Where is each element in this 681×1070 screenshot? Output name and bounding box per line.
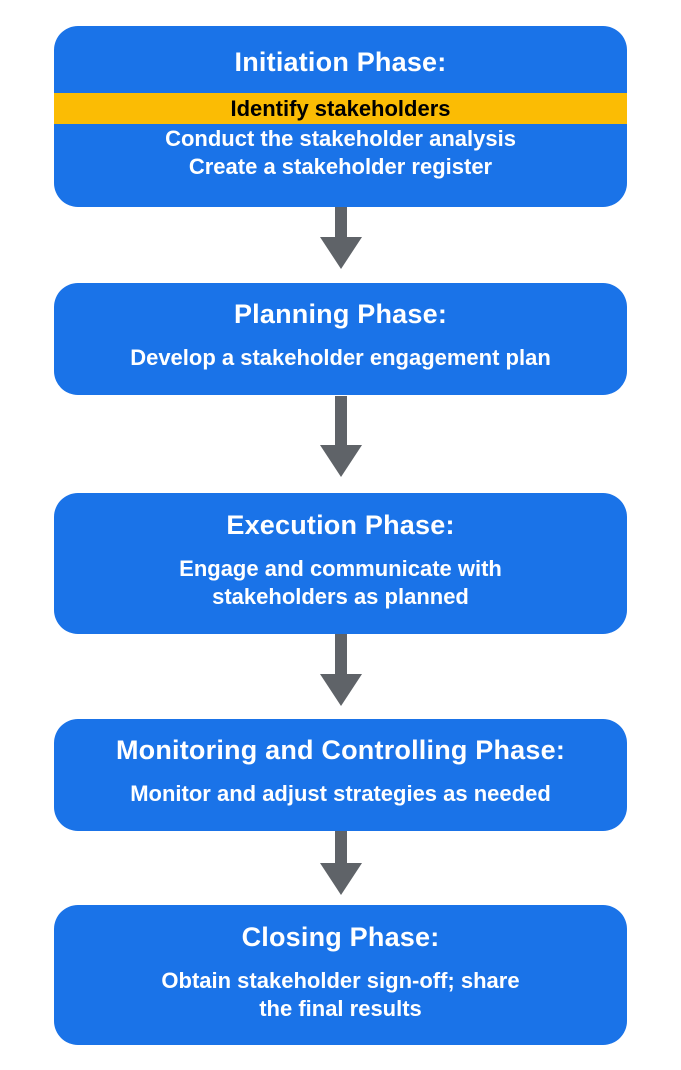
step-line: stakeholders as planned — [212, 584, 469, 609]
phase-title: Closing Phase: — [241, 922, 440, 952]
step-line: Obtain stakeholder sign-off; share — [161, 968, 520, 993]
step-line: Create a stakeholder register — [188, 154, 493, 179]
phase-box-monitoring-and-controlling: Monitoring and Controlling Phase: Monito… — [54, 719, 627, 831]
highlighted-step-label: Identify stakeholders — [230, 95, 451, 121]
phase-box-closing: Closing Phase: Obtain stakeholder sign-o… — [54, 905, 627, 1045]
step-line: Conduct the stakeholder analysis — [165, 126, 516, 151]
phase-title: Monitoring and Controlling Phase: — [115, 735, 566, 765]
down-arrow-icon — [319, 634, 363, 707]
phase-title: Planning Phase: — [233, 299, 448, 329]
highlighted-step: Identify stakeholders — [54, 93, 627, 124]
phase-title: Initiation Phase: — [234, 47, 447, 77]
step-line: Monitor and adjust strategies as needed — [130, 781, 551, 806]
down-arrow-icon — [319, 207, 363, 270]
down-arrow-icon — [319, 396, 363, 478]
phase-box-execution: Execution Phase: Engage and communicate … — [54, 493, 627, 634]
phase-box-planning: Planning Phase: Develop a stakeholder en… — [54, 283, 627, 395]
step-line: Develop a stakeholder engagement plan — [130, 345, 551, 370]
phase-title: Execution Phase: — [226, 510, 455, 540]
down-arrow-icon — [319, 831, 363, 896]
phase-box-initiation: Initiation Phase: Identify stakeholders … — [54, 26, 627, 207]
step-line: the final results — [259, 996, 422, 1021]
step-line: Engage and communicate with — [179, 556, 502, 581]
